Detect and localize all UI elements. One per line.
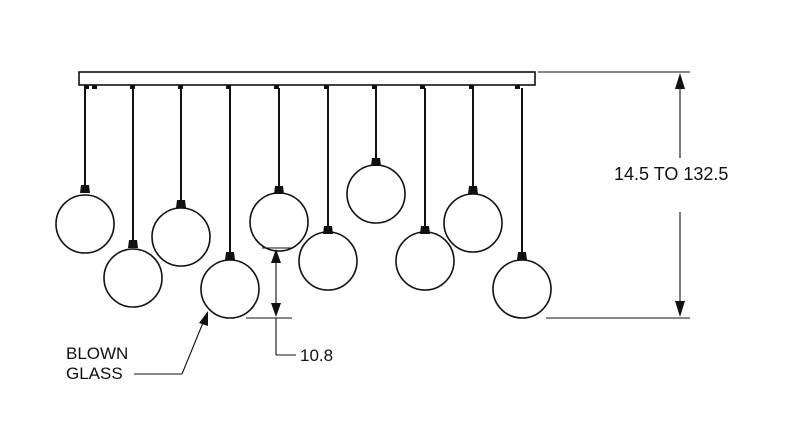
blown-glass-callout: BLOWN GLASS: [66, 344, 128, 384]
pendant-5: [249, 88, 309, 252]
canopy-studs: [84, 85, 520, 89]
pendant-6: [298, 88, 358, 291]
pendant-1: [55, 88, 115, 254]
pendant-4: [200, 88, 260, 319]
overall-height-label: 14.5 TO 132.5: [614, 164, 729, 184]
canopy: [78, 71, 536, 86]
pendant-8: [395, 88, 455, 291]
callout-line-1: BLOWN: [66, 344, 129, 363]
pendant-10: [492, 88, 552, 319]
overall-height-dimension: [538, 71, 690, 319]
globe-height-dimension: [246, 247, 296, 356]
blown-glass-leader: [134, 311, 208, 375]
pendant-9: [443, 88, 503, 253]
globe-height-label: 10.8: [300, 346, 334, 365]
pendant-7: [346, 88, 406, 224]
pendant-3: [151, 88, 211, 267]
pendant-2: [103, 88, 163, 308]
callout-line-2: GLASS: [66, 364, 123, 383]
